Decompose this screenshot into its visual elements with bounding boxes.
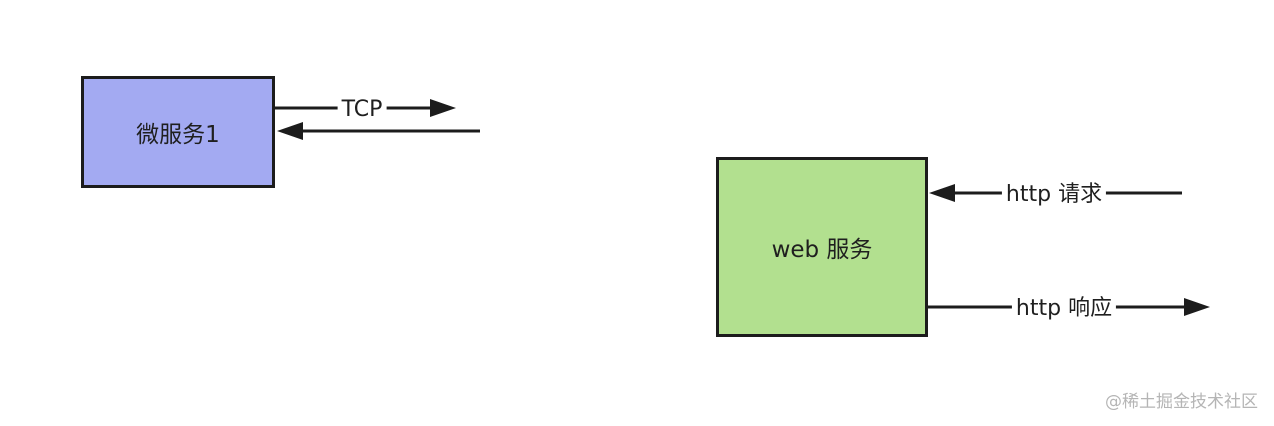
watermark: @稀土掘金技术社区 — [1105, 392, 1258, 412]
web-service-node: web 服务 — [716, 157, 928, 337]
http-response-arrowhead — [1184, 298, 1210, 316]
microservice-label: 微服务1 — [136, 122, 220, 148]
tcp-edge-label: TCP — [337, 97, 387, 123]
http-response-edge-label: http 响应 — [1011, 296, 1117, 322]
http-request-arrowhead — [929, 184, 955, 202]
http-request-edge-label: http 请求 — [1001, 182, 1107, 208]
web-service-label: web 服务 — [771, 237, 873, 263]
microservice-node: 微服务1 — [81, 76, 275, 188]
tcp-out-arrowhead — [430, 99, 456, 117]
tcp-in-arrowhead — [277, 122, 303, 140]
